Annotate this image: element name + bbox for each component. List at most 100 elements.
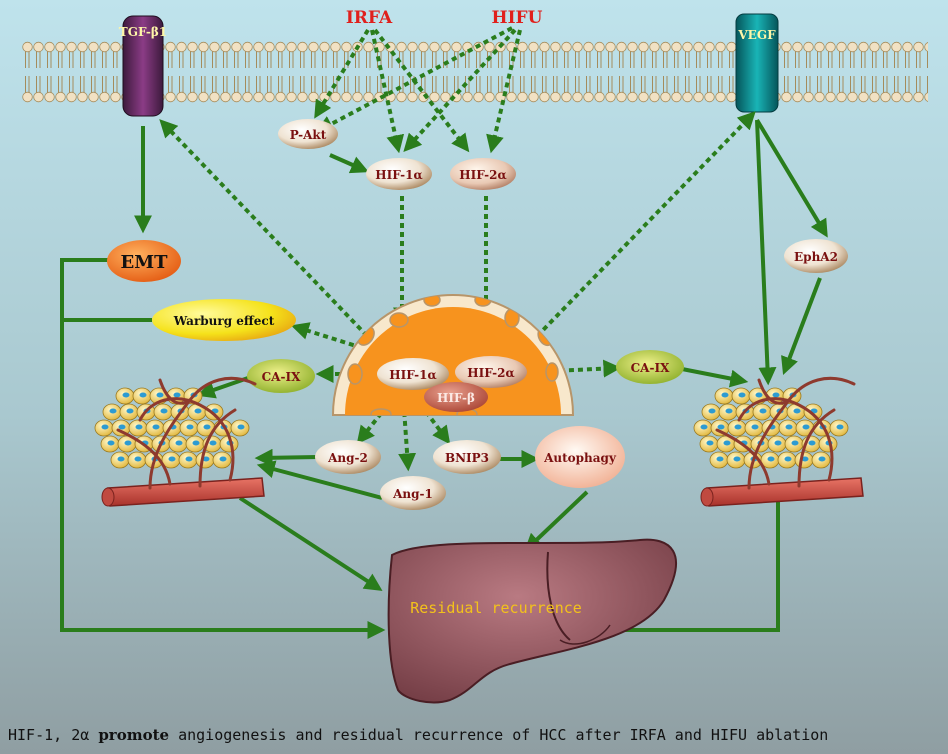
bnip3-node: BNIP3 <box>433 440 501 474</box>
arrow-nucleus-warburg <box>290 322 389 358</box>
tumor-cell-nucleus <box>237 424 245 430</box>
tumor-cell-nucleus <box>186 424 194 430</box>
caix-left-label: CA-IX <box>262 370 301 384</box>
hif2a-nucleus-label: HIF-2α <box>467 366 515 380</box>
tumor-cell-nucleus <box>721 392 729 398</box>
tumor-cell-nucleus <box>755 392 763 398</box>
ang2-node: Ang-2 <box>315 440 381 474</box>
tumor-cell-nucleus <box>107 440 115 446</box>
arrow-autophagy-liver <box>524 490 589 552</box>
tgf-beta1-label: TGF-β1 <box>119 25 167 39</box>
tumor-cell-nucleus <box>723 440 731 446</box>
tumor-cell-nucleus <box>791 440 799 446</box>
tumor-cell-nucleus <box>759 408 767 414</box>
arrows <box>60 26 828 639</box>
tumor-cell-nucleus <box>139 392 147 398</box>
tumor-cell-nucleus <box>772 392 780 398</box>
ang1-label: Ang-1 <box>392 487 433 501</box>
arrow-irfa-pakt <box>314 28 370 119</box>
arrow-tumor-recurrence-right <box>584 498 780 639</box>
autophagy-label: Autophagy <box>543 451 617 465</box>
tgf-beta1-receptor: TGF-β1 <box>119 15 167 117</box>
autophagy-node: Autophagy <box>535 426 625 488</box>
arrow-caix-tumor-right <box>681 367 749 388</box>
tumor-cell-nucleus <box>708 408 716 414</box>
hifb-node: HIF-β <box>424 382 488 412</box>
tumor-cell-nucleus <box>219 456 227 462</box>
epha2-node: EphA2 <box>784 239 848 273</box>
hif1a-nucleus-label: HIF-1α <box>389 368 437 382</box>
arrow-vegf-epha2 <box>755 118 828 238</box>
tumor-cell-nucleus <box>793 408 801 414</box>
tumor-cell-nucleus <box>734 424 742 430</box>
hif2a-nucleus-node: HIF-2α <box>455 356 527 388</box>
tumor-cell-nucleus <box>152 424 160 430</box>
tumor-cell-nucleus <box>118 424 126 430</box>
tumor-cell-nucleus <box>717 424 725 430</box>
hif1a-cytoplasm-node: HIF-1α <box>366 158 432 190</box>
tumor-cell-nucleus <box>774 440 782 446</box>
bnip3-label: BNIP3 <box>445 451 489 465</box>
tumor-cluster-right <box>693 376 864 507</box>
tumor-cell-nucleus <box>168 456 176 462</box>
tumor-cell-nucleus <box>801 456 809 462</box>
emt-node: EMT <box>107 240 181 282</box>
tumor-cell-nucleus <box>751 424 759 430</box>
tumor-cell-nucleus <box>192 440 200 446</box>
tumor-cell-nucleus <box>202 456 210 462</box>
emt-label: EMT <box>120 252 168 273</box>
tumor-cell-nucleus <box>156 392 164 398</box>
tumor-cell-nucleus <box>818 456 826 462</box>
arrow-nucleus-vegf <box>510 111 756 364</box>
caption-bold: promote <box>98 726 169 744</box>
arrow-caix-tumor-left <box>196 376 249 399</box>
tumor-cell-nucleus <box>117 456 125 462</box>
irfa-label: IRFA <box>346 8 393 28</box>
tumor-cell-nucleus <box>194 408 202 414</box>
vegf-receptor: VEGF <box>735 13 779 113</box>
arrow-hifu-pakt <box>315 26 513 133</box>
tumor-cell-nucleus <box>209 440 217 446</box>
pakt-node: P-Akt <box>278 119 338 149</box>
warburg-node: Warburg effect <box>152 299 296 341</box>
tumor-cell-nucleus <box>160 408 168 414</box>
tumor-cell-nucleus <box>706 440 714 446</box>
tumor-cell-nucleus <box>135 424 143 430</box>
tumor-cell-nucleus <box>175 440 183 446</box>
arrow-irfa-hif1a <box>370 29 405 154</box>
tumor-cell-nucleus <box>802 424 810 430</box>
epha2-label: EphA2 <box>794 250 838 264</box>
tumor-cell-nucleus <box>716 456 724 462</box>
tumor-cell-nucleus <box>101 424 109 430</box>
caix-left-node: CA-IX <box>247 359 315 393</box>
tumor-cell-nucleus <box>173 392 181 398</box>
arrow-irfa-hif2a <box>373 28 470 153</box>
tumor-cluster-left <box>94 376 265 507</box>
arrow-emt-recurrence <box>60 258 386 639</box>
hif1a-cytoplasm-label: HIF-1α <box>375 168 423 182</box>
tumor-cell-nucleus <box>109 408 117 414</box>
tumor-cell-nucleus <box>124 440 132 446</box>
hif1a-nucleus-node: HIF-1α <box>377 358 449 390</box>
tumor-cell-nucleus <box>134 456 142 462</box>
caption-part2: angiogenesis and residual recurrence of … <box>178 726 828 744</box>
arrow-vegf-tumor-right <box>755 119 777 386</box>
hif2a-cytoplasm-label: HIF-2α <box>459 168 507 182</box>
tumor-cell-nucleus <box>808 440 816 446</box>
arrow-tumor-liver <box>238 496 383 591</box>
arrow-ang1-tumor <box>256 460 383 500</box>
tumor-cell-nucleus <box>700 424 708 430</box>
arrow-nucleus-tgf <box>159 119 394 364</box>
caption-part1: HIF-1, 2α <box>8 726 89 744</box>
ang2-label: Ang-2 <box>327 451 368 465</box>
arrow-epha2-tumor <box>781 277 822 376</box>
figure-caption: HIF-1, 2α promote angiogenesis and resid… <box>8 726 828 744</box>
hifb-label: HIF-β <box>437 391 475 405</box>
tumor-cell-nucleus <box>122 392 130 398</box>
tumor-cell-nucleus <box>126 408 134 414</box>
tumor-cell-nucleus <box>733 456 741 462</box>
hifu-label: HIFU <box>492 8 543 28</box>
pakt-label: P-Akt <box>290 128 327 142</box>
